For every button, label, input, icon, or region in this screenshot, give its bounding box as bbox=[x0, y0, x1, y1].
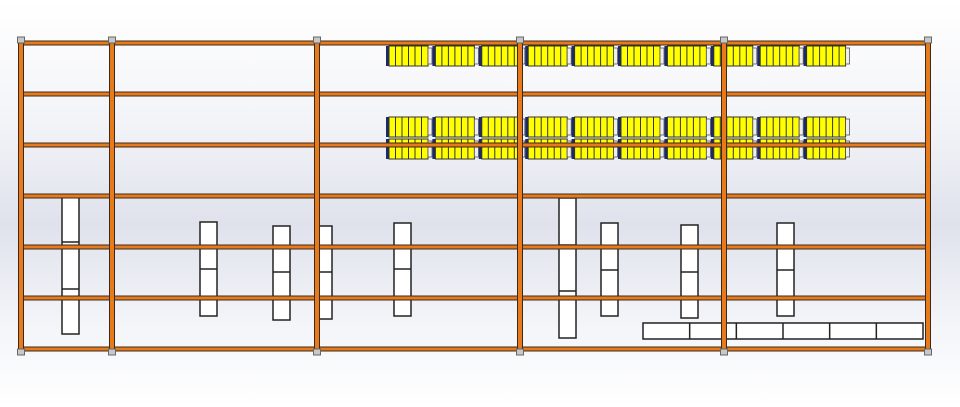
crate-end bbox=[710, 117, 714, 137]
crate-gap bbox=[566, 47, 572, 65]
column-base-plate bbox=[108, 348, 116, 356]
rack-column bbox=[18, 40, 24, 353]
crate-gap bbox=[566, 140, 572, 158]
crate-gap bbox=[798, 47, 804, 65]
crate-end bbox=[803, 117, 807, 137]
column-base-plate bbox=[313, 348, 321, 356]
crate-gap bbox=[798, 140, 804, 158]
crate-gap bbox=[427, 47, 433, 65]
crate-gap bbox=[706, 140, 711, 158]
crate-end bbox=[710, 139, 714, 159]
crate-end bbox=[525, 117, 529, 137]
crate-gap bbox=[706, 118, 711, 136]
crate-end bbox=[432, 139, 436, 159]
crate-end bbox=[571, 139, 575, 159]
rack-column bbox=[314, 40, 320, 353]
crate-end bbox=[571, 117, 575, 137]
crate-gap bbox=[566, 118, 572, 136]
storage-box bbox=[272, 225, 291, 321]
crate-end bbox=[803, 46, 807, 66]
crate-gap bbox=[659, 140, 665, 158]
rack-column bbox=[721, 40, 727, 353]
crate-gap bbox=[845, 47, 850, 65]
rack-column bbox=[109, 40, 115, 353]
storage-boxes bbox=[61, 196, 924, 340]
crate-end bbox=[525, 46, 529, 66]
crate-end bbox=[432, 46, 436, 66]
crate-end bbox=[664, 139, 668, 159]
crate-gap bbox=[706, 47, 711, 65]
column-base-plate bbox=[17, 348, 25, 356]
crate-gap bbox=[613, 118, 618, 136]
crate-end bbox=[803, 139, 807, 159]
column-top-cap bbox=[313, 36, 321, 44]
rack-columns bbox=[17, 36, 932, 356]
rack-beam bbox=[20, 295, 929, 301]
crate-gap bbox=[473, 47, 479, 65]
crate-gap bbox=[613, 140, 618, 158]
rack-beam bbox=[20, 91, 929, 97]
crate-end bbox=[386, 139, 389, 159]
column-base-plate bbox=[924, 348, 932, 356]
column-top-cap bbox=[17, 36, 25, 44]
rack-column bbox=[517, 40, 523, 353]
rack-beam bbox=[20, 40, 929, 46]
column-top-cap bbox=[108, 36, 116, 44]
crate-gap bbox=[427, 140, 433, 158]
storage-box bbox=[558, 197, 577, 339]
crate-end bbox=[757, 117, 761, 137]
crate-gap bbox=[427, 118, 433, 136]
crate-gap bbox=[613, 47, 618, 65]
crate-end bbox=[618, 46, 621, 66]
crate-gap bbox=[752, 118, 758, 136]
crate-end bbox=[478, 46, 482, 66]
crate-gap bbox=[659, 47, 665, 65]
crate-end bbox=[618, 139, 621, 159]
rack-beam bbox=[20, 142, 929, 148]
crate-end bbox=[432, 117, 436, 137]
column-top-cap bbox=[516, 36, 524, 44]
crate-gap bbox=[752, 47, 758, 65]
crate-gap bbox=[798, 118, 804, 136]
crate-gap bbox=[845, 118, 850, 136]
rack-beams bbox=[20, 40, 929, 352]
crate-end bbox=[664, 117, 668, 137]
crate-end bbox=[710, 46, 714, 66]
storage-box bbox=[61, 196, 80, 335]
column-top-cap bbox=[924, 36, 932, 44]
crate-end bbox=[525, 139, 529, 159]
crate-gap bbox=[473, 140, 479, 158]
crate-end bbox=[478, 139, 482, 159]
crate-gap bbox=[845, 140, 850, 158]
column-base-plate bbox=[516, 348, 524, 356]
crate-end bbox=[386, 46, 389, 66]
rack-beam bbox=[20, 346, 929, 352]
crate-gap bbox=[659, 118, 665, 136]
crate-rows bbox=[386, 45, 850, 160]
column-base-plate bbox=[720, 348, 728, 356]
rack-beam bbox=[20, 244, 929, 250]
crate-end bbox=[757, 139, 761, 159]
crate-end bbox=[618, 117, 621, 137]
crate-end bbox=[386, 117, 389, 137]
crate-end bbox=[478, 117, 482, 137]
crate-gap bbox=[752, 140, 758, 158]
column-top-cap bbox=[720, 36, 728, 44]
rack-column bbox=[925, 40, 931, 353]
rack-beam bbox=[20, 193, 929, 199]
crate-gap bbox=[473, 118, 479, 136]
crate-end bbox=[757, 46, 761, 66]
crate-end bbox=[571, 46, 575, 66]
crate-end bbox=[664, 46, 668, 66]
